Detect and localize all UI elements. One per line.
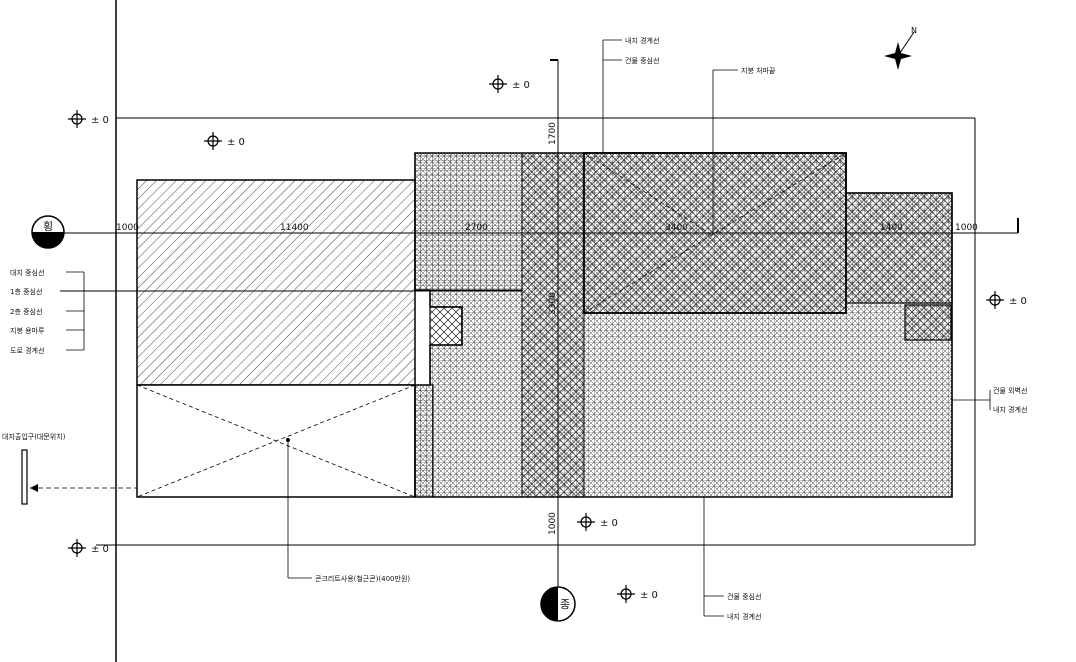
dim-top-main: 11400	[280, 223, 309, 233]
svg-text:종: 종	[560, 598, 570, 611]
callout-left-4: 지붕 용마루	[10, 326, 45, 335]
level-marker: ± 0	[68, 110, 109, 128]
dim-vertical-top: 1700	[548, 122, 558, 145]
dim-vertical-mid: 3300	[548, 292, 558, 315]
svg-text:± 0: ± 0	[91, 544, 109, 555]
dim-top-left-end: 1000	[116, 223, 139, 233]
callout-left-2: 1층 중심선	[10, 287, 42, 296]
dim-top-mid1: 2700	[465, 223, 488, 233]
right-notch	[904, 304, 952, 341]
entrance-arrow-head	[30, 484, 38, 492]
callout-top-3: 지붕 처마끝	[741, 66, 776, 75]
gate-marker	[21, 449, 28, 505]
svg-text:± 0: ± 0	[227, 137, 245, 148]
callout-bottom-center: 콘크리트사용(철근콘)(400만원)	[315, 574, 410, 583]
level-marker: ± 0	[489, 75, 530, 93]
lower-strip	[414, 384, 434, 498]
left-building-block	[136, 179, 416, 386]
svg-text:± 0: ± 0	[640, 590, 658, 601]
upper-room-diagonal-1	[583, 152, 847, 314]
vertical-grid-strip	[521, 152, 585, 498]
callout-bottom-right-2: 내지 경계선	[727, 612, 761, 621]
callout-left-5: 도로 경계선	[10, 346, 44, 355]
level-marker: ± 0	[617, 585, 658, 603]
callout-right-1: 건물 외벽선	[993, 386, 1027, 395]
upper-room-diagonal-2	[583, 152, 713, 236]
svg-text:± 0: ± 0	[600, 518, 618, 529]
level-marker: ± 0	[204, 132, 245, 150]
svg-text:횡: 횡	[43, 220, 53, 233]
level-marker: ± 0	[986, 291, 1027, 309]
svg-text:N: N	[911, 26, 917, 35]
callout-entrance: 대지출입구(대문위치)	[2, 432, 66, 441]
svg-text:± 0: ± 0	[91, 115, 109, 126]
dim-top-mid3: 1400	[880, 223, 903, 233]
left-grid-strip	[414, 152, 523, 291]
north-arrow-icon: N	[884, 26, 917, 70]
callout-right-2: 내지 경계선	[993, 405, 1027, 414]
svg-text:± 0: ± 0	[512, 80, 530, 91]
section-marker-bottom: 종	[540, 586, 576, 622]
level-marker: ± 0	[577, 513, 618, 531]
section-marker-side: 횡	[31, 215, 65, 249]
callout-left-1: 대지 중심선	[10, 268, 44, 277]
dim-top-right-end: 1000	[955, 223, 978, 233]
left-notch	[429, 306, 463, 346]
level-marker: ± 0	[68, 539, 109, 557]
callout-left-3: 2층 중심선	[10, 307, 42, 316]
svg-text:± 0: ± 0	[1009, 296, 1027, 307]
dim-top-mid2: 3400	[665, 223, 688, 233]
callout-bottom-right-1: 건물 중심선	[727, 592, 761, 601]
callout-top-2: 건물 중심선	[625, 56, 659, 65]
callout-top-1: 내지 경계선	[625, 36, 659, 45]
right-wing-upper	[845, 192, 953, 304]
dim-vertical-bottom: 1000	[548, 512, 558, 535]
parking-diagonal-2	[136, 384, 416, 498]
